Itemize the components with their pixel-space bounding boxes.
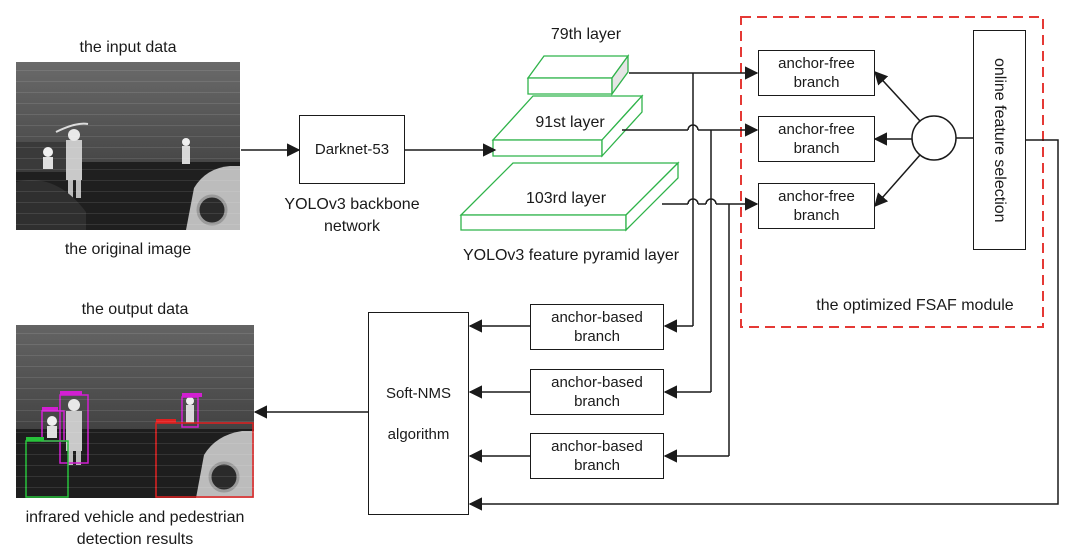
fsaf-module-border	[740, 16, 1044, 328]
output-detection-image	[16, 325, 254, 498]
input-top-label: the input data	[79, 39, 177, 56]
af1-line2: branch	[793, 74, 840, 91]
af2-line1: anchor-free	[778, 121, 855, 138]
scan-line	[16, 421, 254, 422]
anchor-based-branch-2: anchor-based branch	[530, 369, 664, 415]
scan-line	[16, 454, 254, 455]
af2-line2: branch	[793, 140, 840, 157]
scan-line	[16, 465, 254, 466]
soft-nms-line1: Soft-NMS	[385, 384, 451, 402]
scan-line	[16, 70, 240, 71]
scan-line	[16, 366, 254, 367]
fsaf-caption: the optimized FSAF module	[816, 297, 1014, 314]
scan-line	[16, 355, 254, 356]
layer-91-label: 91st layer	[535, 114, 605, 131]
af1-line1: anchor-free	[778, 55, 855, 72]
pyramid-slab-79	[526, 54, 630, 96]
scan-line	[16, 344, 254, 345]
scan-line	[16, 202, 240, 203]
scan-line	[16, 158, 240, 159]
scan-line	[16, 147, 240, 148]
anchor-free-branch-3: anchor-free branch	[758, 183, 875, 229]
af3-line2: branch	[793, 207, 840, 224]
online-feature-selection-box: online feature selection	[973, 30, 1026, 250]
anchor-free-branch-2: anchor-free branch	[758, 116, 875, 162]
online-feature-selection-label: online feature selection	[991, 57, 1008, 223]
scan-line	[16, 377, 254, 378]
ab1-line1: anchor-based	[551, 309, 643, 326]
soft-nms-line2: algorithm	[387, 425, 450, 443]
scan-line	[16, 81, 240, 82]
scan-line	[16, 213, 240, 214]
scan-line	[16, 169, 240, 170]
scan-line	[16, 399, 254, 400]
input-bottom-label: the original image	[64, 241, 192, 258]
af3-line1: anchor-free	[778, 188, 855, 205]
scan-line	[16, 103, 240, 104]
anchor-based-branch-1: anchor-based branch	[530, 304, 664, 350]
layer-79-label: 79th layer	[550, 26, 622, 43]
backbone-caption-2: network	[323, 218, 381, 235]
output-bottom-label-1: infrared vehicle and pedestrian	[25, 509, 245, 526]
scan-line	[16, 136, 240, 137]
ab2-line2: branch	[574, 393, 620, 410]
darknet-53-label: Darknet-53	[314, 141, 390, 158]
pyramid-caption: YOLOv3 feature pyramid layer	[462, 247, 680, 264]
layer-103-label: 103rd layer	[525, 190, 607, 207]
detection-scene	[16, 325, 254, 498]
arrow-sel-to-af3	[874, 154, 921, 208]
pyramid-slab-103	[459, 161, 680, 232]
scan-line	[16, 476, 254, 477]
scan-line	[16, 410, 254, 411]
scan-line	[16, 180, 240, 181]
darknet-53-box: Darknet-53	[299, 115, 405, 184]
anchor-based-branch-3: anchor-based branch	[530, 433, 664, 479]
scan-line	[16, 114, 240, 115]
arrow-feedback-to-nms	[468, 139, 1059, 511]
ab3-line2: branch	[574, 457, 620, 474]
scan-line	[16, 191, 240, 192]
ab1-line2: branch	[574, 328, 620, 345]
scan-line	[16, 487, 254, 488]
ab3-line1: anchor-based	[551, 438, 643, 455]
output-top-label: the output data	[81, 301, 189, 318]
input-thermal-image	[16, 62, 240, 230]
soft-nms-box: Soft-NMS algorithm	[368, 312, 469, 515]
scan-line	[16, 92, 240, 93]
arrow-sel-to-af1	[874, 71, 921, 122]
scan-line	[16, 432, 254, 433]
det-box-other	[25, 440, 69, 498]
thermal-scene	[16, 62, 240, 230]
backbone-caption-1: YOLOv3 backbone	[284, 196, 420, 213]
selection-node	[911, 115, 957, 161]
anchor-free-branch-1: anchor-free branch	[758, 50, 875, 96]
scan-line	[16, 388, 254, 389]
ab2-line1: anchor-based	[551, 374, 643, 391]
output-bottom-label-2: detection results	[76, 531, 194, 548]
det-box-vehicle	[155, 422, 254, 498]
scan-line	[16, 333, 254, 334]
scan-line	[16, 443, 254, 444]
scan-line	[16, 125, 240, 126]
scan-line	[16, 224, 240, 225]
